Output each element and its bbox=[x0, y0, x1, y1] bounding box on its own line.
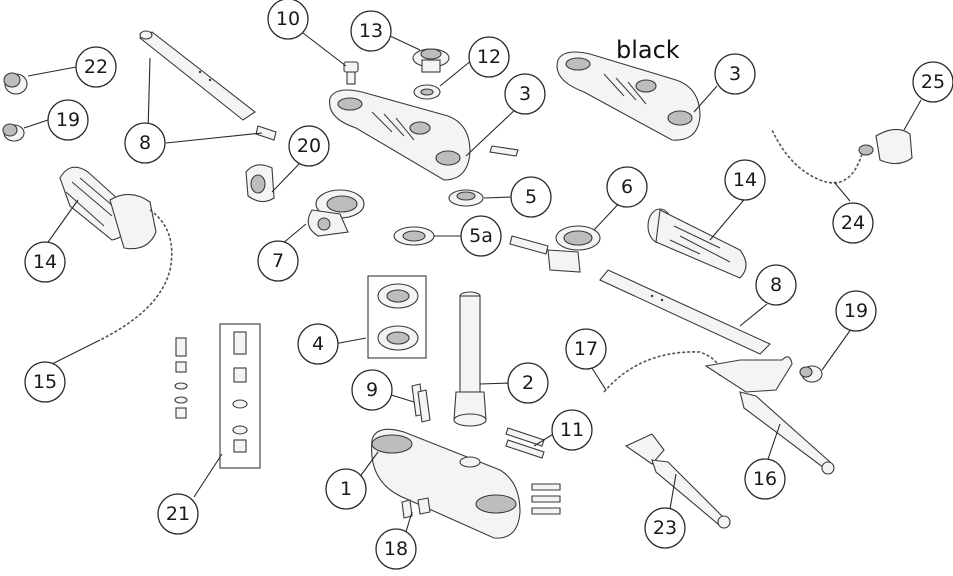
svg-text:19: 19 bbox=[844, 300, 868, 322]
leader-lines bbox=[23, 32, 922, 536]
svg-text:8: 8 bbox=[139, 132, 151, 154]
part-small-cap-right bbox=[799, 365, 823, 383]
svg-text:7: 7 bbox=[272, 250, 284, 272]
callout-15: 15 bbox=[24, 361, 66, 403]
part-bolt-10 bbox=[343, 61, 359, 85]
callout-17: 17 bbox=[565, 328, 607, 370]
part-upper-triple-clamp bbox=[328, 89, 519, 181]
part-hardware-set bbox=[174, 323, 261, 469]
part-handlebar-tube-left bbox=[138, 30, 277, 141]
callout-18: 18 bbox=[375, 528, 417, 570]
callout-3-center: 3 bbox=[504, 73, 546, 115]
part-steering-stem bbox=[453, 291, 487, 427]
part-small-cap bbox=[2, 123, 25, 142]
callout-3-black: 3 bbox=[714, 53, 756, 95]
svg-text:3: 3 bbox=[729, 63, 741, 85]
svg-text:3: 3 bbox=[519, 83, 531, 105]
part-bar-clamp-left bbox=[307, 189, 365, 237]
svg-text:23: 23 bbox=[653, 517, 677, 539]
part-small-screws-18 bbox=[401, 497, 431, 519]
part-brake-lever bbox=[624, 433, 731, 529]
callout-12: 12 bbox=[468, 36, 510, 78]
part-switch-assembly bbox=[771, 128, 913, 184]
svg-text:17: 17 bbox=[574, 338, 598, 360]
part-bar-clamp-right bbox=[509, 225, 601, 273]
part-screws-9 bbox=[411, 383, 431, 423]
callout-14-right: 14 bbox=[724, 159, 766, 201]
callout-5: 5 bbox=[510, 176, 552, 218]
svg-text:4: 4 bbox=[312, 333, 324, 355]
part-stem-nut bbox=[412, 48, 450, 73]
part-handlebar-tube-right bbox=[599, 269, 771, 355]
svg-text:24: 24 bbox=[841, 212, 865, 234]
part-throttle-assembly bbox=[59, 166, 173, 341]
svg-text:10: 10 bbox=[276, 8, 300, 30]
svg-text:18: 18 bbox=[384, 538, 408, 560]
svg-text:1: 1 bbox=[340, 478, 352, 500]
svg-text:15: 15 bbox=[33, 371, 57, 393]
part-lower-triple-clamp bbox=[371, 428, 521, 539]
callout-22: 22 bbox=[75, 46, 117, 88]
callout-1: 1 bbox=[325, 468, 367, 510]
part-clutch-lever-assembly bbox=[603, 351, 835, 475]
svg-text:8: 8 bbox=[770, 274, 782, 296]
svg-text:21: 21 bbox=[166, 503, 190, 525]
part-grip-right bbox=[647, 208, 747, 279]
svg-text:16: 16 bbox=[753, 468, 777, 490]
callout-10: 10 bbox=[267, 0, 309, 40]
callout-14-left: 14 bbox=[24, 241, 66, 283]
svg-text:22: 22 bbox=[84, 56, 108, 78]
svg-text:2: 2 bbox=[522, 372, 534, 394]
svg-text:12: 12 bbox=[477, 46, 501, 68]
part-bar-end-cap bbox=[3, 72, 28, 95]
callout-9: 9 bbox=[351, 369, 393, 411]
callout-20: 20 bbox=[288, 125, 330, 167]
part-bolts-11 bbox=[505, 427, 561, 515]
svg-text:6: 6 bbox=[621, 176, 633, 198]
part-upper-triple-clamp-black bbox=[556, 51, 701, 141]
svg-text:14: 14 bbox=[33, 251, 57, 273]
svg-text:11: 11 bbox=[560, 419, 584, 441]
svg-text:9: 9 bbox=[366, 379, 378, 401]
part-stem-nut-5 bbox=[448, 189, 484, 207]
callout-7: 7 bbox=[257, 240, 299, 282]
callout-24: 24 bbox=[832, 202, 874, 244]
svg-text:20: 20 bbox=[297, 135, 321, 157]
part-washer-12 bbox=[413, 84, 441, 100]
callout-8-left: 8 bbox=[124, 122, 166, 164]
callout-16: 16 bbox=[744, 458, 786, 500]
svg-text:5a: 5a bbox=[469, 225, 493, 247]
callout-25: 25 bbox=[912, 61, 953, 103]
callout-23: 23 bbox=[644, 507, 686, 549]
part-washer-5a bbox=[393, 226, 435, 246]
callout-19-right: 19 bbox=[835, 290, 877, 332]
part-clamp-clip bbox=[245, 164, 275, 203]
svg-text:19: 19 bbox=[56, 109, 80, 131]
callout-6: 6 bbox=[606, 166, 648, 208]
svg-text:5: 5 bbox=[525, 186, 537, 208]
callout-21: 21 bbox=[157, 493, 199, 535]
svg-text:13: 13 bbox=[359, 20, 383, 42]
callout-13: 13 bbox=[350, 10, 392, 52]
svg-text:25: 25 bbox=[921, 71, 945, 93]
callout-8-right: 8 bbox=[755, 264, 797, 306]
callout-5a: 5a bbox=[460, 215, 502, 257]
callout-11: 11 bbox=[551, 409, 593, 451]
black-variant-label: black bbox=[616, 36, 680, 64]
callout-2: 2 bbox=[507, 362, 549, 404]
part-bearings-box bbox=[367, 275, 427, 359]
svg-text:14: 14 bbox=[733, 169, 757, 191]
callout-19-left: 19 bbox=[47, 99, 89, 141]
callout-4: 4 bbox=[297, 323, 339, 365]
